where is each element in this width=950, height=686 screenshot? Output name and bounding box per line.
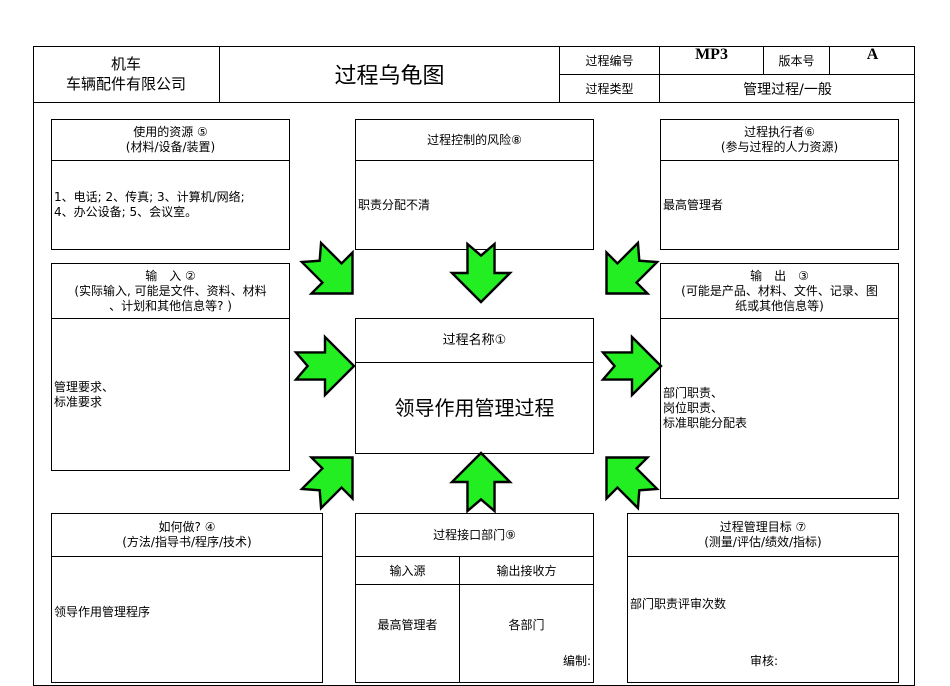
arrow-interface-icon — [449, 451, 513, 514]
interface-box: 过程接口部门⑨ 输入源 输出接收方 最高管理者 各部门 编制: — [355, 513, 594, 683]
how-box: 如何做? ④ (方法/指导书/程序/技术) 领导作用管理程序 — [51, 513, 323, 683]
output-content: 部门职责、 岗位职责、 标准职能分配表 — [663, 386, 748, 430]
company-line2: 车辆配件有限公司 — [65, 75, 186, 93]
interface-col-input-source: 输入源 — [356, 557, 460, 585]
interface-title: 过程接口部门⑨ — [356, 514, 593, 557]
goals-content: 部门职责评审次数 — [630, 597, 727, 611]
how-content: 领导作用管理程序 — [54, 604, 151, 619]
how-title: 如何做? ④ (方法/指导书/程序/技术) — [52, 514, 322, 557]
input-box: 输 入 ② (实际输入, 可能是文件、资料、材料 、计划和其他信息等? ) 管理… — [51, 263, 290, 471]
process-no-label: 过程编号 — [560, 46, 660, 75]
arrow-output-icon — [600, 334, 663, 398]
process-type-label: 过程类型 — [560, 75, 660, 103]
resources-content: 1、电话; 2、传真; 3、计算机/网络; 4、办公设备; 5、会议室。 — [54, 190, 245, 219]
arrow-how-icon — [299, 456, 354, 511]
arrow-resources-icon — [299, 240, 354, 295]
risk-box: 过程控制的风险⑧ 职责分配不清 — [355, 119, 594, 250]
arrow-risk-icon — [449, 241, 513, 304]
reviewed-by-label: 审核: — [750, 654, 779, 668]
process-name: 领导作用管理过程 — [394, 395, 555, 420]
goals-box: 过程管理目标 ⑦ (测量/评估/绩效/指标) 部门职责评审次数 审核: — [627, 513, 899, 683]
arrow-goals-icon — [605, 456, 660, 511]
process-type: 管理过程/一般 — [660, 75, 915, 103]
executor-title: 过程执行者⑥ (参与过程的人力资源) — [661, 120, 898, 161]
resources-title: 使用的资源 ⑤ (材料/设备/装置) — [52, 120, 289, 161]
company-line1: 机车 — [110, 55, 141, 73]
interface-col-output-receiver: 输出接收方 — [460, 557, 593, 585]
process-box: 过程名称① 领导作用管理过程 — [355, 318, 594, 454]
version: A — [830, 46, 915, 75]
version-label: 版本号 — [764, 46, 830, 75]
interface-input-source-value: 最高管理者 — [356, 585, 460, 682]
process-no: MP3 — [660, 46, 764, 75]
page-title: 过程乌龟图 — [220, 46, 560, 103]
risk-content: 职责分配不清 — [358, 197, 431, 212]
input-title: 输 入 ② (实际输入, 可能是文件、资料、材料 、计划和其他信息等? ) — [52, 264, 289, 319]
arrow-input-icon — [293, 334, 356, 398]
input-content: 管理要求、 标准要求 — [54, 379, 115, 409]
risk-title: 过程控制的风险⑧ — [356, 120, 593, 161]
output-title: 输 出 ③ (可能是产品、材料、文件、记录、图 纸或其他信息等) — [661, 264, 898, 319]
process-title: 过程名称① — [356, 319, 593, 363]
executor-content: 最高管理者 — [663, 197, 724, 212]
resources-box: 使用的资源 ⑤ (材料/设备/装置) 1、电话; 2、传真; 3、计算机/网络;… — [51, 119, 290, 250]
output-box: 输 出 ③ (可能是产品、材料、文件、记录、图 纸或其他信息等) 部门职责、 岗… — [660, 263, 899, 499]
goals-title: 过程管理目标 ⑦ (测量/评估/绩效/指标) — [628, 514, 898, 557]
compiled-by-label: 编制: — [562, 654, 591, 668]
executor-box: 过程执行者⑥ (参与过程的人力资源) 最高管理者 — [660, 119, 899, 250]
arrow-executor-icon — [605, 240, 660, 295]
interface-output-receiver-value: 各部门 — [508, 618, 545, 632]
company-name: 机车 车辆配件有限公司 — [33, 46, 220, 103]
